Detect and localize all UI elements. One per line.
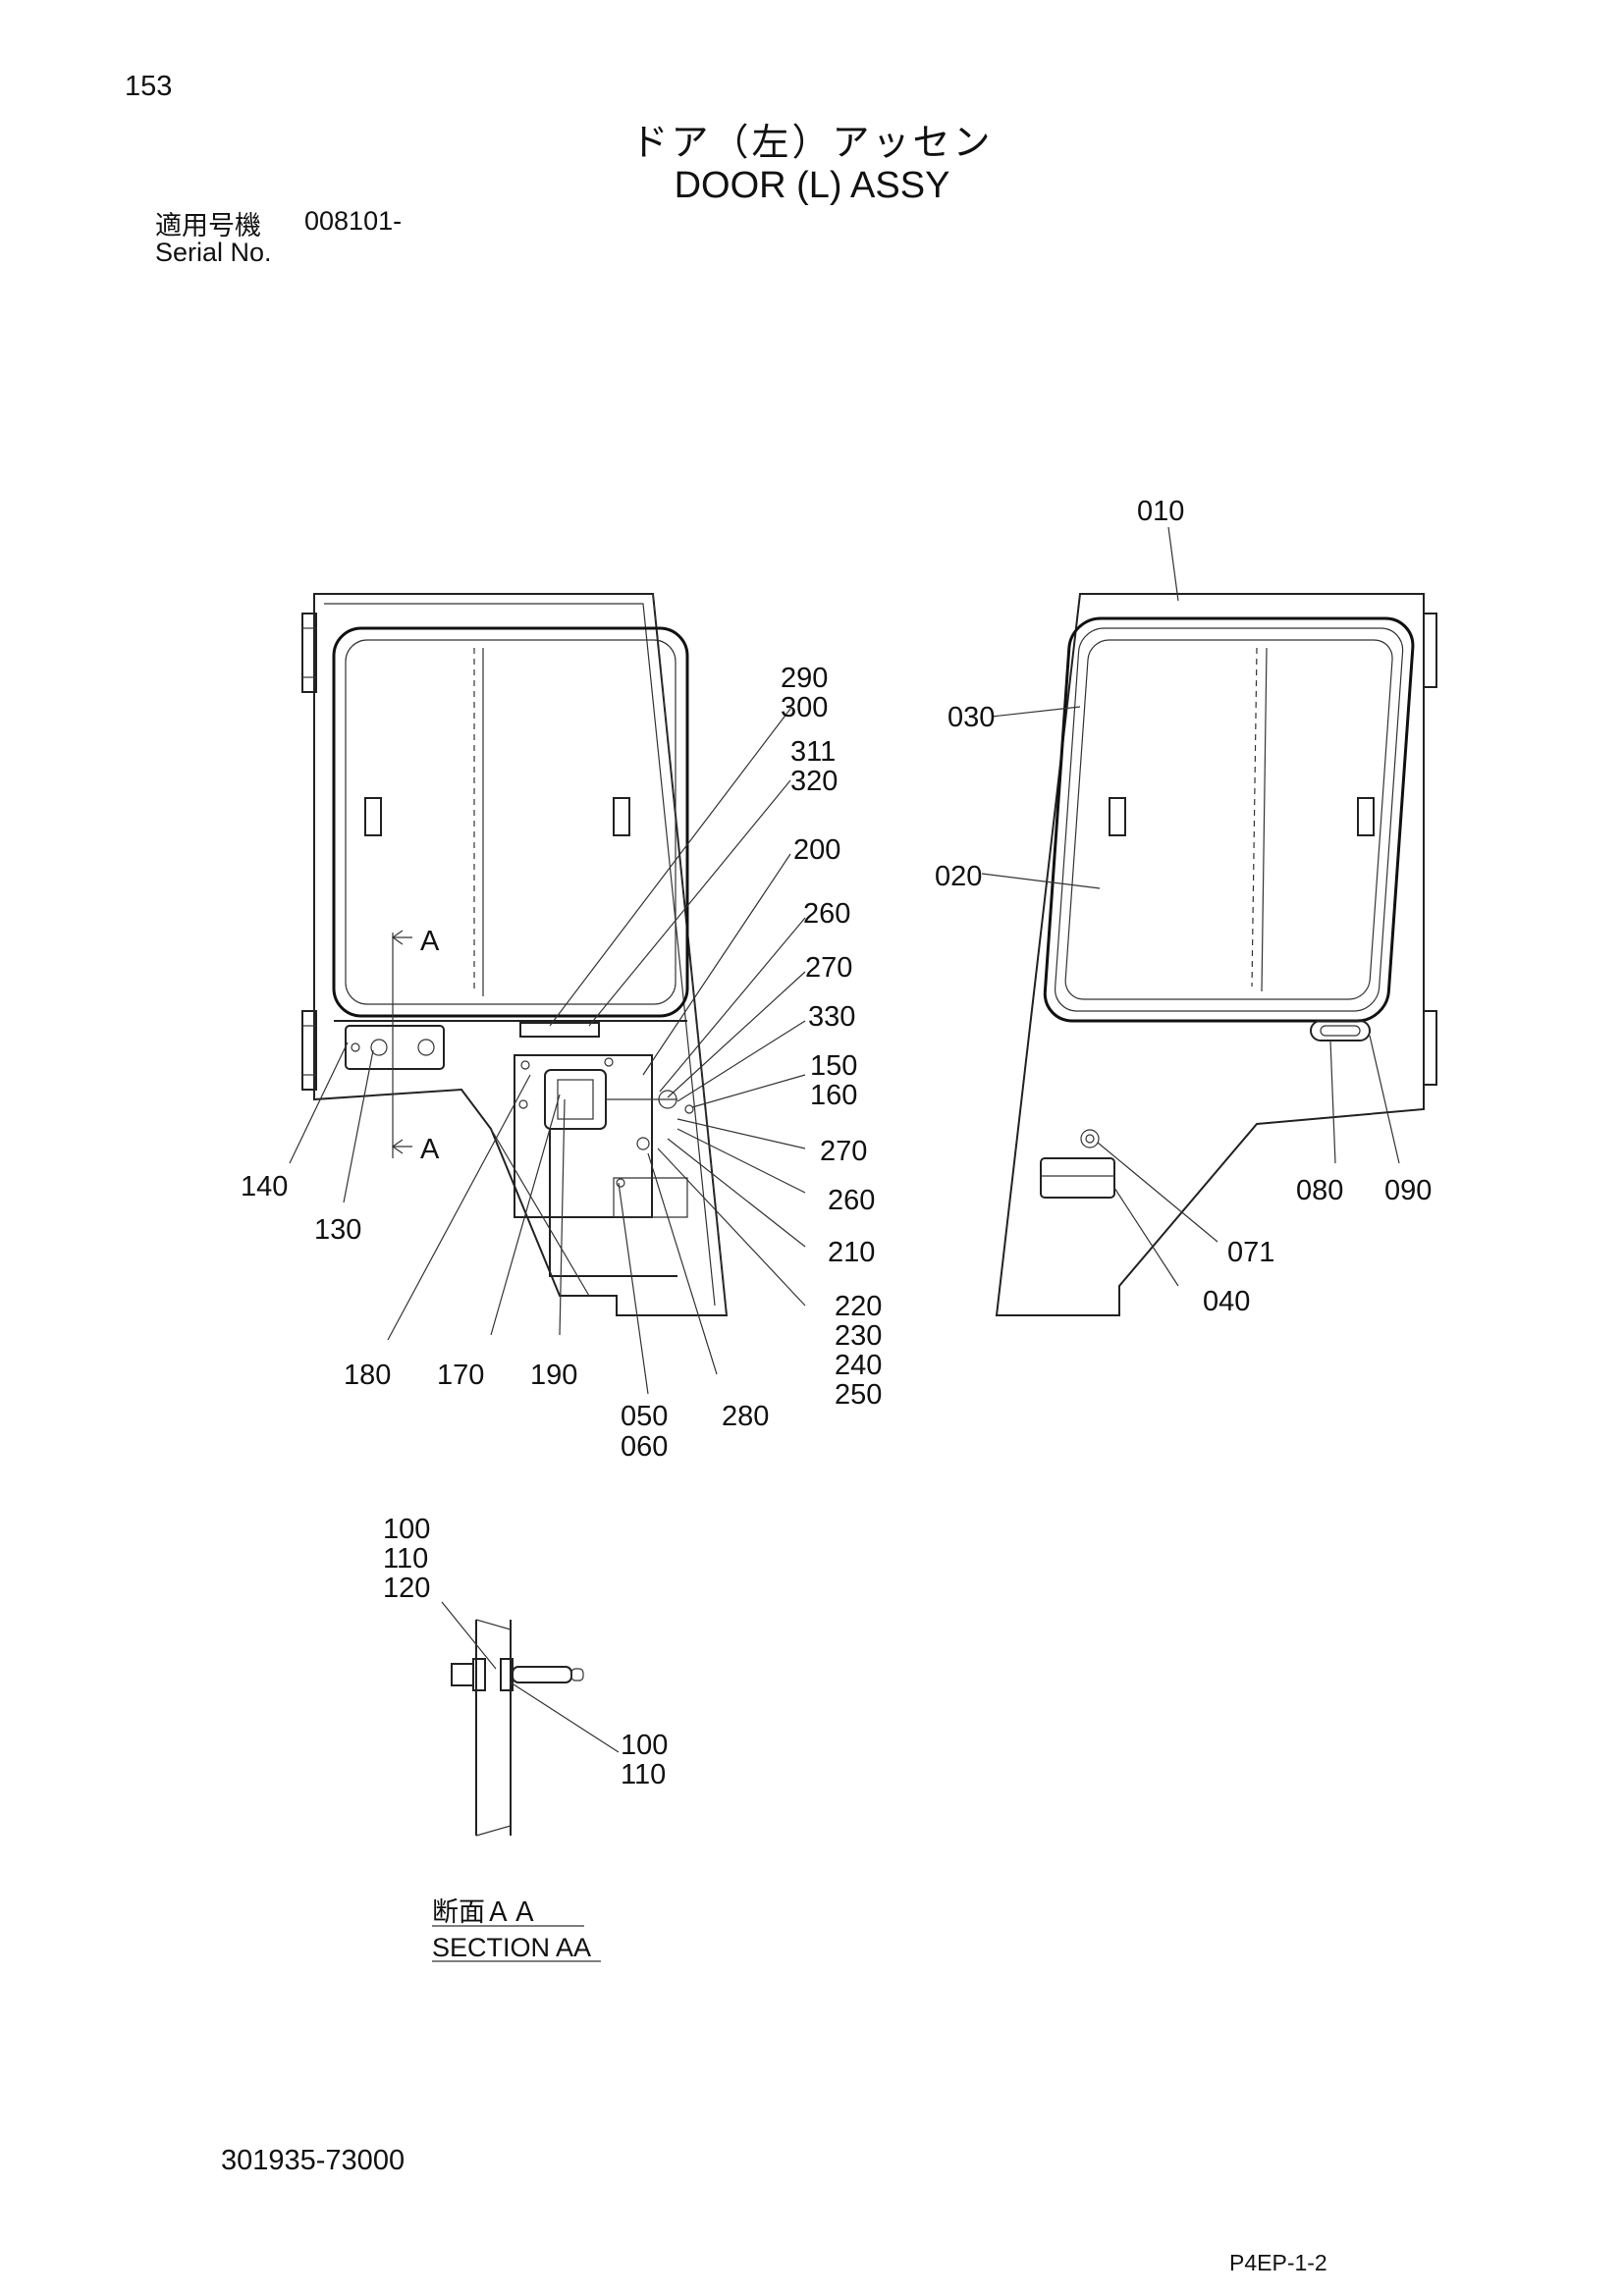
callout-240: 240 <box>835 1350 882 1381</box>
callout-330: 330 <box>808 1001 855 1033</box>
serial-number-value: 008101- <box>304 206 403 236</box>
callout-150: 150 <box>810 1050 857 1082</box>
callout-010: 010 <box>1137 496 1184 527</box>
callout-071: 071 <box>1227 1237 1274 1268</box>
section-marker-bottom: A <box>420 1134 440 1165</box>
callout-160: 160 <box>810 1080 857 1111</box>
callout-110-upper: 110 <box>383 1543 428 1575</box>
leader-lines-left <box>289 708 806 1395</box>
part-callouts: 010 020 030 040 050 060 071 080 090 100 … <box>241 496 1432 1790</box>
callout-080: 080 <box>1296 1175 1343 1206</box>
callout-260-upper: 260 <box>803 898 850 930</box>
drawing-number: 301935-73000 <box>221 2145 406 2176</box>
callout-311: 311 <box>790 736 836 768</box>
callout-220: 220 <box>835 1291 882 1322</box>
section-marker-top: A <box>420 926 440 957</box>
callout-270-lower: 270 <box>820 1136 867 1167</box>
callout-140: 140 <box>241 1171 288 1202</box>
callout-020: 020 <box>935 861 982 892</box>
callout-130: 130 <box>314 1214 361 1246</box>
leader-lines-right <box>981 526 1400 1287</box>
callout-230: 230 <box>835 1320 882 1352</box>
callout-320: 320 <box>790 766 838 797</box>
callout-280: 280 <box>722 1401 769 1432</box>
callout-260-lower: 260 <box>828 1185 875 1216</box>
callout-060: 060 <box>621 1431 668 1463</box>
section-label: 断面ＡＡ SECTION AA <box>432 1897 601 1962</box>
sheet-code: P4EP-1-2 <box>1229 2250 1327 2275</box>
callout-050: 050 <box>621 1401 668 1432</box>
section-label-english: SECTION AA <box>432 1933 591 1962</box>
callout-030: 030 <box>947 702 995 733</box>
callout-120: 120 <box>383 1573 430 1604</box>
section-aa-view <box>441 1601 620 1837</box>
callout-100-upper: 100 <box>383 1514 430 1545</box>
callout-250: 250 <box>835 1379 882 1411</box>
section-label-japanese: 断面ＡＡ <box>432 1897 538 1928</box>
callout-040: 040 <box>1203 1286 1250 1317</box>
callout-100-lower: 100 <box>621 1730 668 1761</box>
callout-170: 170 <box>437 1360 484 1391</box>
title-japanese: ドア（左）アッセン <box>630 121 994 164</box>
serial-label-japanese: 適用号機 <box>155 211 261 241</box>
page-number: 153 <box>125 71 173 102</box>
callout-180: 180 <box>344 1360 391 1391</box>
callout-190: 190 <box>530 1360 577 1391</box>
callout-270-upper: 270 <box>805 952 852 984</box>
callout-290: 290 <box>781 663 828 694</box>
serial-label-english: Serial No. <box>155 238 272 267</box>
callout-210: 210 <box>828 1237 875 1268</box>
callout-200: 200 <box>793 834 840 866</box>
callout-090: 090 <box>1384 1175 1432 1206</box>
callout-300: 300 <box>781 692 828 723</box>
door-outer-view <box>995 593 1437 1316</box>
callout-110-lower: 110 <box>621 1759 666 1790</box>
door-inner-view: A A <box>301 593 729 1316</box>
title-english: DOOR (L) ASSY <box>674 165 950 206</box>
